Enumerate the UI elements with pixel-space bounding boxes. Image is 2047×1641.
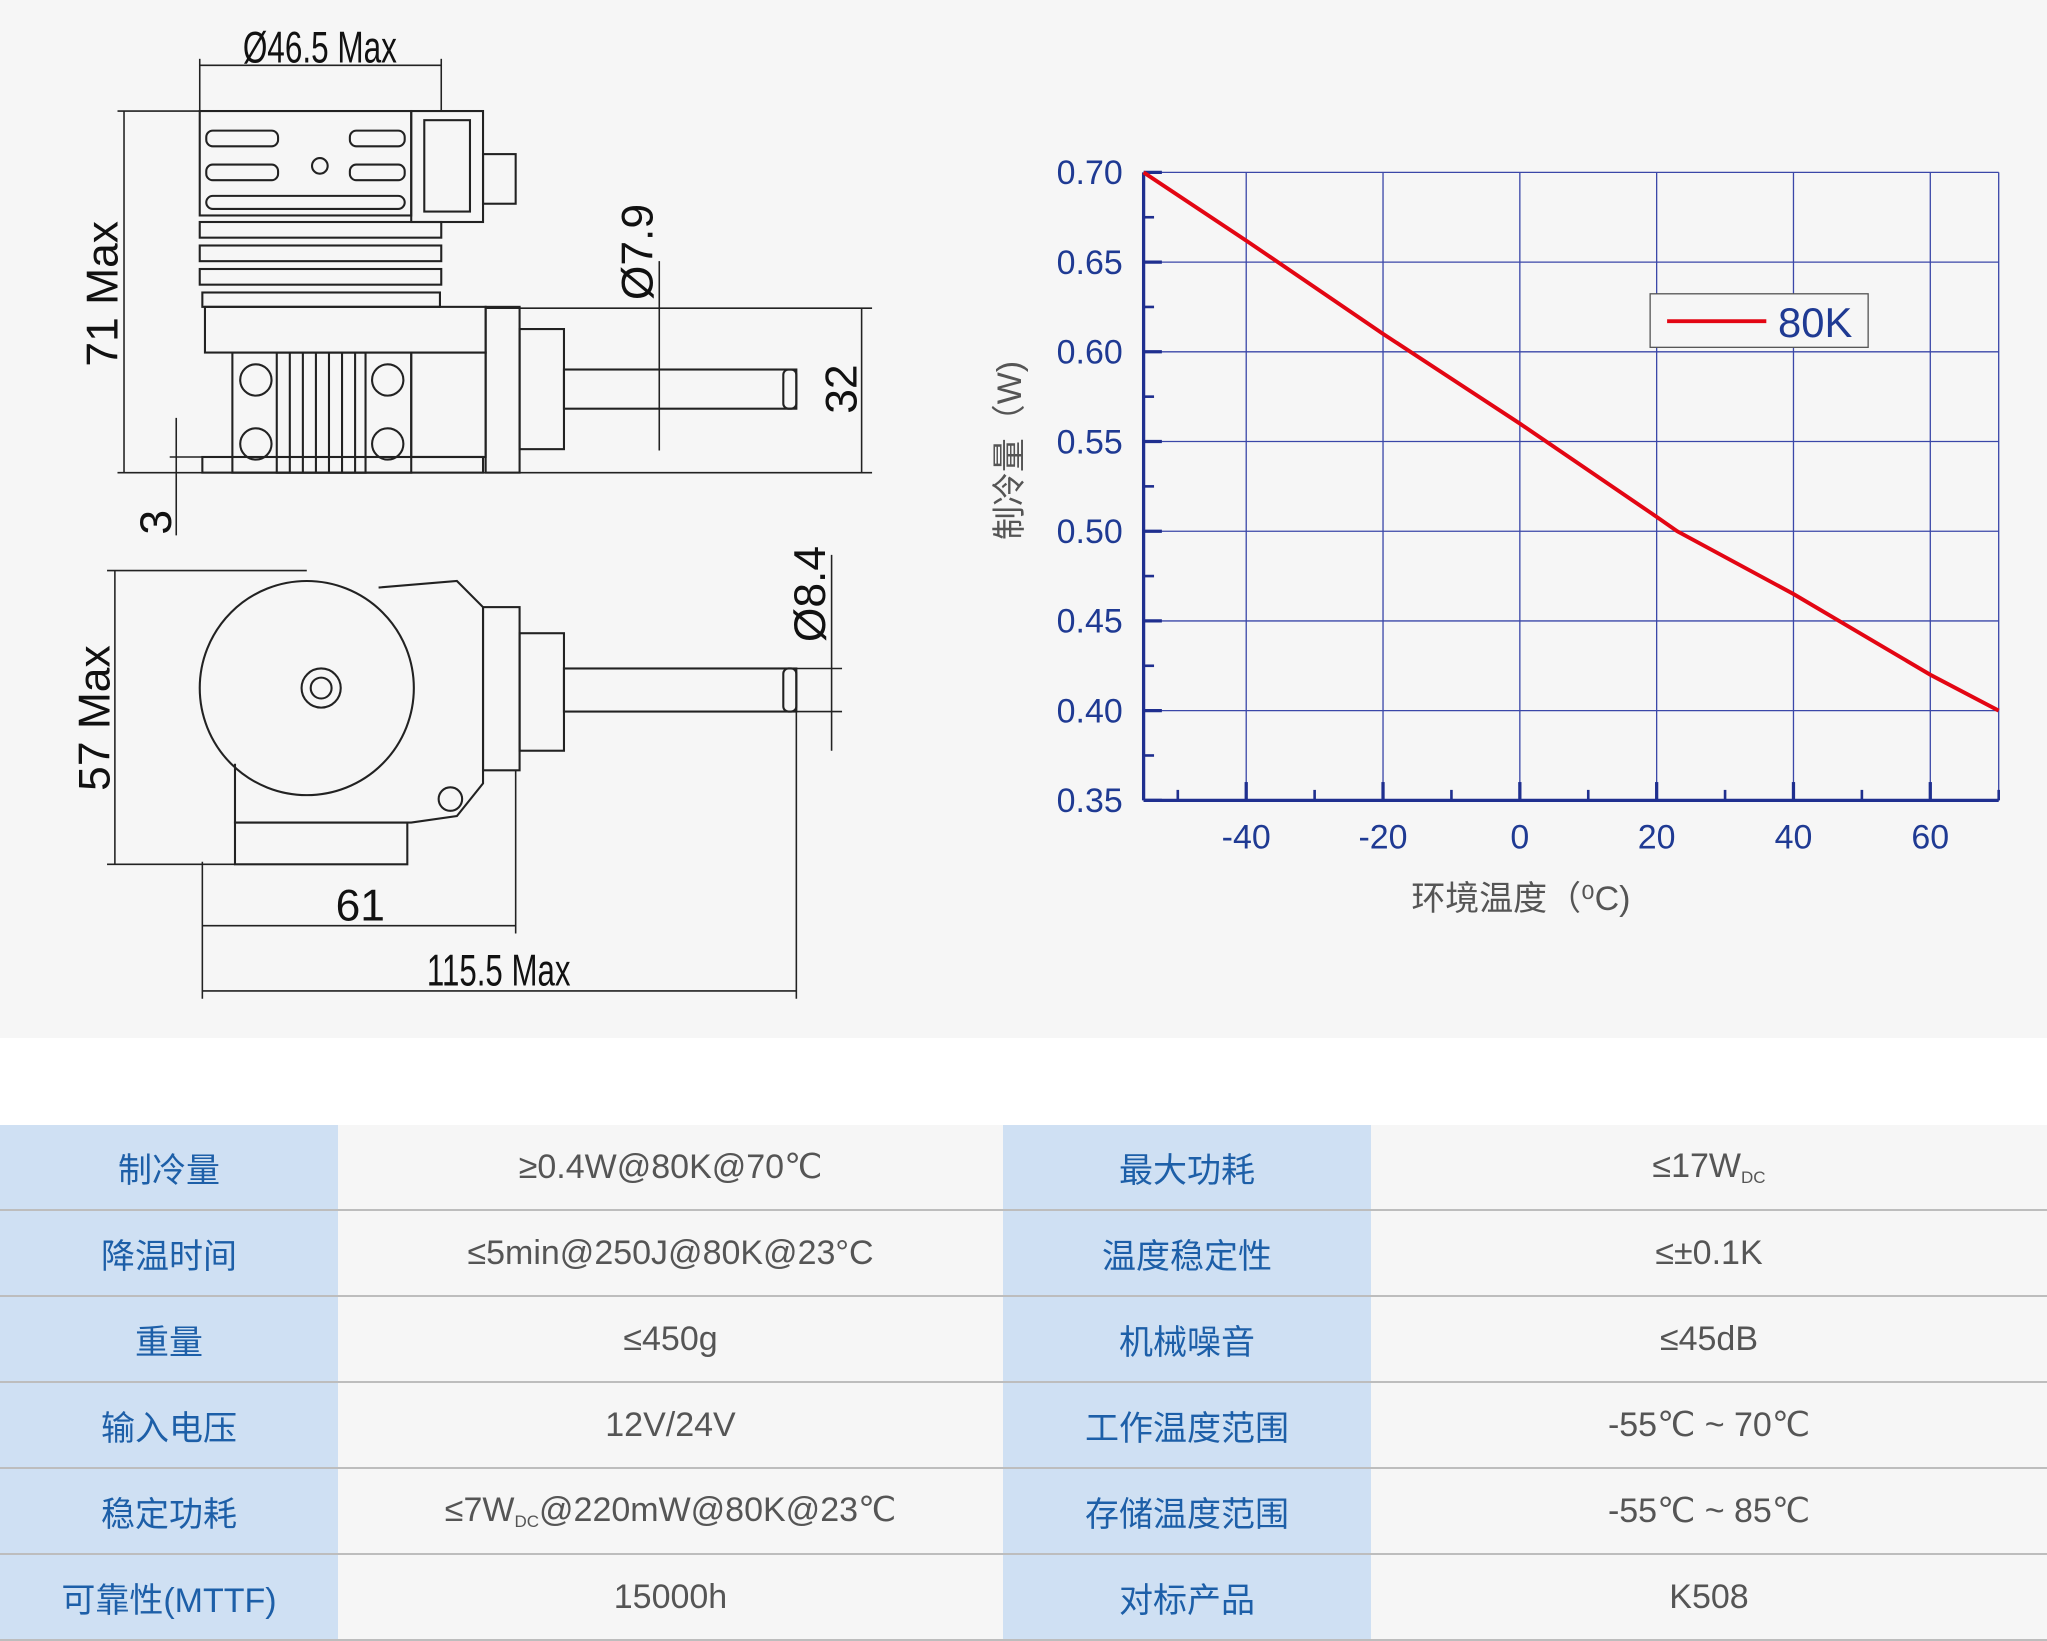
series-line-80k bbox=[1142, 170, 2000, 713]
spec-value: ≤5min@250J@80K@23°C bbox=[338, 1210, 1003, 1297]
x-tick-label: 60 bbox=[1911, 819, 1949, 857]
spec-value: 15000h bbox=[338, 1554, 1003, 1641]
technical-drawing: Ø46.5 Max 71 Max Ø7.9 32 3 57 Max Ø8.4 6… bbox=[71, 24, 2001, 999]
spec-label-text: 重量 bbox=[135, 1323, 203, 1362]
subscript: DC bbox=[514, 1512, 540, 1531]
spec-label: 最大功耗 bbox=[1003, 1125, 1371, 1211]
dim-bottom-height: 57 Max bbox=[71, 645, 120, 791]
x-tick-label: 40 bbox=[1775, 819, 1813, 857]
spec-value-text: ≤5min@250J@80K@23°C bbox=[467, 1233, 874, 1272]
spec-label-text: 机械噪音 bbox=[1119, 1323, 1255, 1362]
spec-label-text: 降温时间 bbox=[101, 1237, 237, 1276]
spec-label-text: 最大功耗 bbox=[1119, 1151, 1255, 1190]
dim-cold-finger-dia: Ø7.9 bbox=[614, 204, 663, 300]
spec-row: 制冷量 ≥0.4W@80K@70℃ 最大功耗 ≤17WDC bbox=[0, 1125, 2047, 1211]
spec-value: K508 bbox=[1371, 1554, 2047, 1641]
spec-value: ≤7WDC@220mW@80K@23℃ bbox=[338, 1468, 1003, 1555]
spec-label-text: 温度稳定性 bbox=[1102, 1237, 1272, 1276]
spec-value-text: 12V/24V bbox=[605, 1405, 736, 1444]
spec-label: 输入电压 bbox=[0, 1382, 338, 1469]
spec-value-text: ≤17W bbox=[1652, 1146, 1741, 1185]
dim-body-length: 61 bbox=[336, 881, 385, 930]
spec-label: 重量 bbox=[0, 1296, 338, 1383]
spec-value-text: ≥0.4W@80K@70℃ bbox=[518, 1148, 823, 1186]
spec-value: ≤±0.1K bbox=[1371, 1210, 2047, 1297]
legend-label: 80K bbox=[1778, 299, 1852, 346]
spec-label-text: 制冷量 bbox=[118, 1151, 220, 1190]
spec-value-text: 15000h bbox=[613, 1577, 728, 1616]
cooling-capacity-chart: -40 -20 0 20 40 60 0.35 0.40 0.45 0.50 0.55 0.60 0.6… bbox=[991, 154, 2001, 918]
spec-value-tail: @220mW@80K@23℃ bbox=[539, 1491, 897, 1529]
spec-label: 存储温度范围 bbox=[1003, 1468, 1371, 1555]
x-tick-label: -40 bbox=[1222, 819, 1271, 857]
spec-label: 稳定功耗 bbox=[0, 1468, 338, 1555]
y-tick-label: 0.35 bbox=[1057, 782, 1123, 820]
dim-tip-dia: Ø8.4 bbox=[786, 546, 835, 642]
spec-value: -55℃ ~ 85℃ bbox=[1371, 1468, 2047, 1555]
spec-value-text: ≤450g bbox=[623, 1319, 718, 1358]
spec-label: 工作温度范围 bbox=[1003, 1382, 1371, 1469]
y-axis-title: 制冷量（W) bbox=[991, 361, 1029, 540]
spec-label: 制冷量 bbox=[0, 1125, 338, 1211]
y-tick-label: 0.45 bbox=[1057, 603, 1123, 641]
spec-value: 12V/24V bbox=[338, 1382, 1003, 1469]
subscript: DC bbox=[1741, 1167, 1766, 1187]
dim-top-width: Ø46.5 Max bbox=[243, 24, 397, 73]
y-tick-label: 0.40 bbox=[1057, 692, 1123, 730]
spec-label-text: 输入电压 bbox=[101, 1409, 237, 1448]
legend: 80K bbox=[1649, 293, 1869, 348]
y-tick-label: 0.70 bbox=[1057, 154, 1123, 192]
spec-label: 机械噪音 bbox=[1003, 1296, 1371, 1383]
spec-row: 稳定功耗 ≤7WDC@220mW@80K@23℃ 存储温度范围 -55℃ ~ 85℃ bbox=[0, 1468, 2047, 1555]
dim-cold-finger-height: 32 bbox=[817, 364, 866, 413]
spec-value: ≤450g bbox=[338, 1296, 1003, 1383]
spec-value-text: -55℃ ~ 70℃ bbox=[1607, 1406, 1811, 1444]
spec-label-text: 稳定功耗 bbox=[101, 1495, 237, 1534]
spec-label-text: 对标产品 bbox=[1119, 1581, 1255, 1620]
spec-value-text: ≤±0.1K bbox=[1655, 1233, 1763, 1272]
spec-value: ≥0.4W@80K@70℃ bbox=[338, 1125, 1003, 1211]
spec-label-text: 可靠性(MTTF) bbox=[61, 1581, 277, 1620]
x-tick-label: -20 bbox=[1358, 819, 1407, 857]
spec-label: 温度稳定性 bbox=[1003, 1210, 1371, 1297]
spec-value: ≤17WDC bbox=[1371, 1125, 2047, 1211]
spec-row: 降温时间 ≤5min@250J@80K@23°C 温度稳定性 ≤±0.1K bbox=[0, 1210, 2047, 1297]
spec-value: ≤45dB bbox=[1371, 1296, 2047, 1383]
dim-base-offset: 3 bbox=[132, 510, 181, 535]
spec-row: 重量 ≤450g 机械噪音 ≤45dB bbox=[0, 1296, 2047, 1383]
product-figure: Ø46.5 Max 71 Max Ø7.9 32 3 57 Max Ø8.4 6… bbox=[70, 23, 2001, 999]
y-tick-label: 0.50 bbox=[1057, 513, 1123, 551]
spec-value-text: K508 bbox=[1669, 1577, 1749, 1616]
x-tick-label: 20 bbox=[1638, 819, 1676, 857]
spec-value: -55℃ ~ 70℃ bbox=[1371, 1382, 2047, 1469]
spec-value-text: -55℃ ~ 85℃ bbox=[1607, 1492, 1811, 1530]
side-view-outline bbox=[198, 109, 798, 474]
dimension-lines bbox=[107, 58, 873, 999]
spec-label-text: 存储温度范围 bbox=[1085, 1495, 1289, 1534]
dim-total-length: 115.5 Max bbox=[427, 947, 571, 996]
spec-label: 降温时间 bbox=[0, 1210, 338, 1297]
spec-label: 可靠性(MTTF) bbox=[0, 1554, 338, 1641]
spec-value-text: ≤45dB bbox=[1659, 1319, 1759, 1358]
x-axis-title: 环境温度（⁰C) bbox=[1411, 880, 1630, 918]
spec-value-text: ≤7W bbox=[444, 1491, 515, 1529]
dim-height: 71 Max bbox=[78, 221, 127, 367]
y-tick-label: 0.55 bbox=[1057, 423, 1123, 461]
spec-label: 对标产品 bbox=[1003, 1554, 1371, 1641]
y-tick-label: 0.60 bbox=[1057, 334, 1123, 372]
top-view-outline bbox=[198, 579, 798, 866]
x-tick-label: 0 bbox=[1510, 819, 1529, 857]
y-tick-label: 0.65 bbox=[1057, 244, 1123, 282]
spec-row: 输入电压 12V/24V 工作温度范围 -55℃ ~ 70℃ bbox=[0, 1382, 2047, 1469]
spec-label-text: 工作温度范围 bbox=[1085, 1409, 1289, 1448]
spec-row: 可靠性(MTTF) 15000h 对标产品 K508 bbox=[0, 1554, 2047, 1641]
